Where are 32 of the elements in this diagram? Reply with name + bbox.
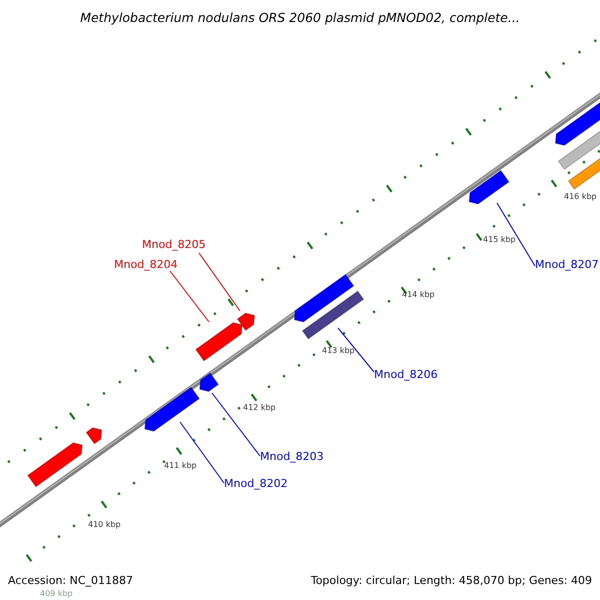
gene-feature [199,372,220,392]
footer-text: Accession: NC_011887 [8,574,134,587]
gene-feature [86,427,102,444]
scale-label: 411 kbp [164,461,197,470]
gene-feature [195,322,243,362]
gene-feature [144,386,200,432]
leader-line [496,202,536,266]
gene-feature [236,312,256,332]
leader-line [198,252,240,312]
scale-label: 409 kbp [40,589,73,598]
scale-label: 416 kbp [564,192,597,201]
leader-line [212,392,260,456]
gene-feature [468,170,510,205]
scale-label: 414 kbp [402,290,435,299]
leader-line [170,270,210,322]
gene-feature [27,442,83,488]
scale-label: 410 kbp [88,520,121,529]
map-title: Methylobacterium nodulans ORS 2060 plasmid pMNOD02, complete... [79,10,521,25]
footer-text: Topology: circular; Length: 458,070 bp; Genes: 409 [310,574,592,587]
gene-label: Mnod_8206 [374,368,438,381]
leader-line [338,328,374,372]
gene-feature [302,290,364,340]
scale-label: 412 kbp [243,403,276,412]
gene-label: Mnod_8203 [260,450,324,463]
gene-label: Mnod_8207 [535,258,599,271]
gene-label: Mnod_8202 [224,477,288,490]
gene-label: Mnod_8204 [114,258,178,271]
scale-label: 415 kbp [483,235,516,244]
scale-label: 413 kbp [322,346,355,355]
gene-label: Mnod_8205 [142,238,206,251]
leader-line [180,422,224,484]
gene-feature [294,274,354,323]
